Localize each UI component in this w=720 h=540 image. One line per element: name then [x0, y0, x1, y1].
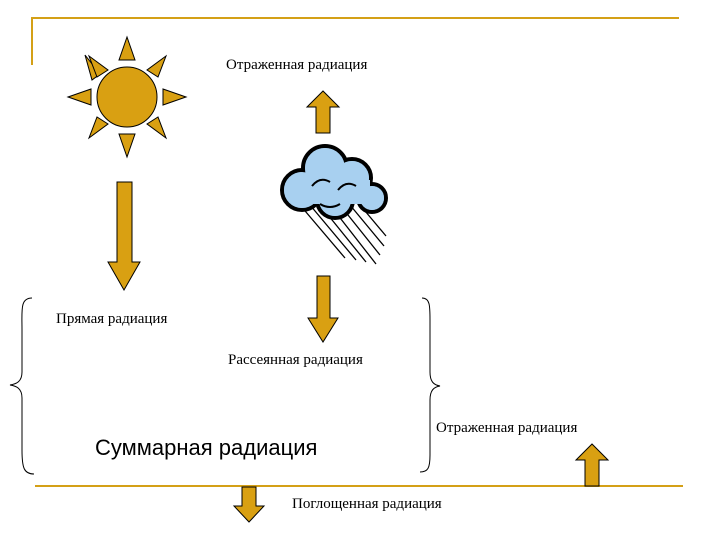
- reflected-up-arrow: [305, 90, 341, 134]
- right-brace: [419, 297, 441, 473]
- left-brace: [9, 297, 35, 475]
- direct-radiation-label: Прямая радиация: [56, 311, 168, 327]
- absorbed-down-arrow: [232, 486, 266, 523]
- absorbed-radiation-label: Поглощенная радиация: [292, 496, 442, 512]
- direct-down-arrow: [107, 181, 141, 292]
- sun-icon: [66, 35, 188, 159]
- total-radiation-label: Суммарная радиация: [95, 435, 318, 460]
- reflected-right-up-arrow: [574, 443, 610, 487]
- diffuse-radiation-label: Рассеянная радиация: [228, 352, 363, 368]
- reflected-radiation-right-label: Отраженная радиация: [436, 420, 578, 436]
- frame-left-line: [31, 17, 33, 65]
- frame-top-line: [31, 17, 679, 19]
- frame-bottom-line: [35, 485, 683, 487]
- diffuse-down-arrow: [307, 275, 339, 343]
- reflected-radiation-top-label: Отраженная радиация: [226, 57, 368, 73]
- rain-cloud-icon: [280, 144, 388, 265]
